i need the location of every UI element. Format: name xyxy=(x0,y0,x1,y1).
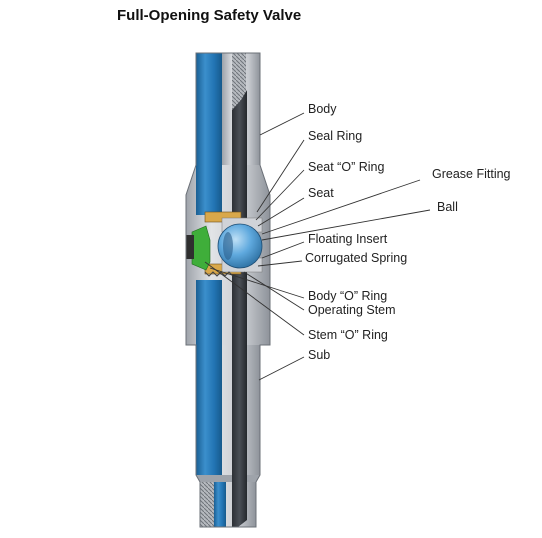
leader-body xyxy=(259,112,305,136)
valve-assembly xyxy=(185,52,271,528)
bore-mid-lower xyxy=(196,280,222,345)
floating-insert-part xyxy=(191,225,211,271)
leader-seat-o-ring xyxy=(255,169,305,221)
leader-seal-ring xyxy=(256,139,305,213)
pin-bore xyxy=(214,482,226,527)
label-floating-insert: Floating Insert xyxy=(308,232,388,246)
label-seat: Seat xyxy=(308,186,334,200)
label-body-o-ring: Body “O” Ring xyxy=(308,289,387,303)
leader-operating-stem xyxy=(243,271,305,311)
label-corrugated-spring: Corrugated Spring xyxy=(305,251,407,265)
diagram-title: Full-Opening Safety Valve xyxy=(117,7,301,24)
leader-ball xyxy=(261,209,431,241)
label-operating-stem: Operating Stem xyxy=(308,303,396,317)
label-body: Body xyxy=(308,102,337,116)
leader-lines xyxy=(204,112,431,381)
bore-sub xyxy=(196,345,222,475)
pin-threads xyxy=(200,482,214,527)
label-seat-o-ring: Seat “O” Ring xyxy=(308,160,384,174)
valve-outline xyxy=(185,52,271,528)
label-ball: Ball xyxy=(437,200,458,214)
label-seal-ring: Seal Ring xyxy=(308,129,362,143)
leader-seat xyxy=(257,197,305,227)
label-sub: Sub xyxy=(308,348,330,362)
corrugated-spring-part xyxy=(204,271,234,277)
bore-upper xyxy=(196,53,222,165)
leader-sub xyxy=(258,356,305,381)
pin-shoulder xyxy=(196,475,260,482)
leader-grease-fitting xyxy=(261,179,421,235)
label-stem-o-ring: Stem “O” Ring xyxy=(308,328,388,342)
component-labels: Body Seal Ring Seat “O” Ring Seat Grease… xyxy=(305,102,511,362)
leader-corrugated-spring xyxy=(257,260,303,267)
ball-port xyxy=(223,232,233,260)
label-grease-fitting: Grease Fitting xyxy=(432,167,511,181)
leader-body-o-ring xyxy=(209,267,305,299)
bore-mid xyxy=(196,165,222,215)
leader-stem-o-ring xyxy=(204,261,305,336)
grease-fitting-part xyxy=(186,235,194,259)
leader-floating-insert xyxy=(261,241,305,259)
operating-stem xyxy=(232,90,247,527)
